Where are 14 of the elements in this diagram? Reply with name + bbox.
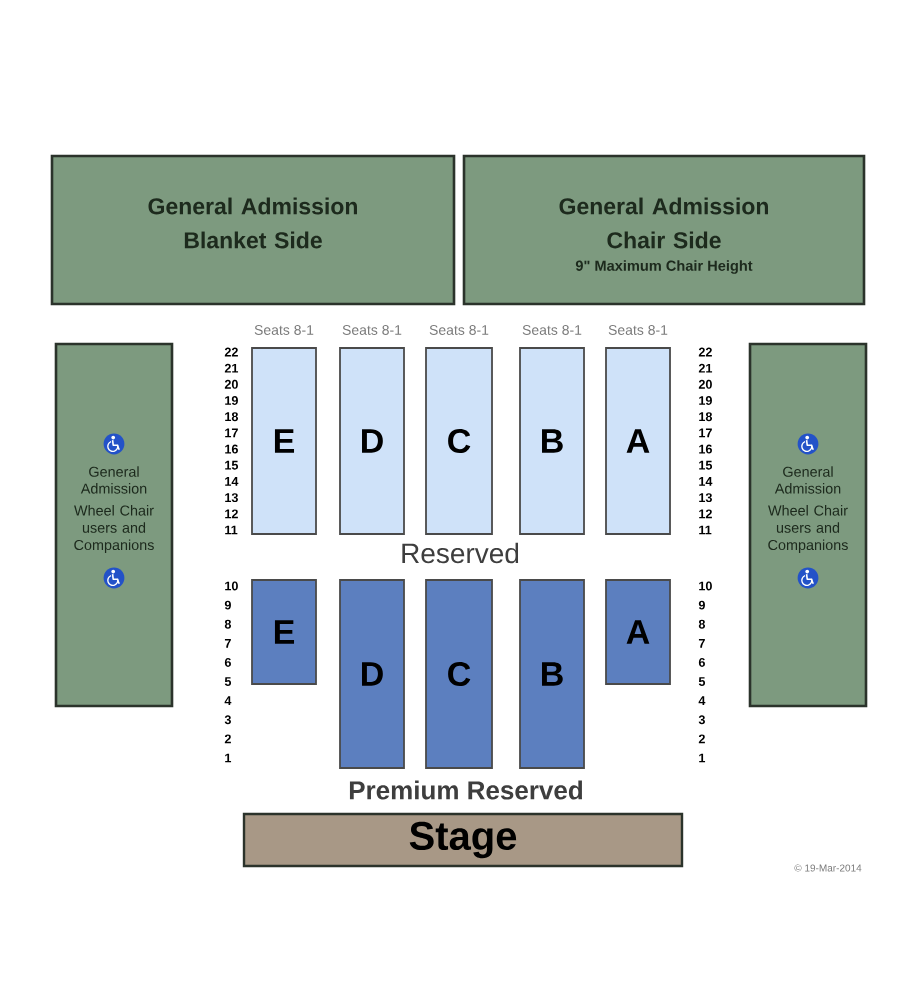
- admission-area: General Admission Blanket Side: [50, 154, 456, 306]
- seating-section: A: [605, 579, 671, 685]
- seating-section: C: [425, 347, 493, 535]
- zone-label: Premium Reserved: [349, 780, 582, 800]
- seating-section: E: [251, 347, 317, 535]
- seating-section: C: [425, 579, 493, 769]
- zone-label: Reserved: [402, 542, 519, 564]
- seating-section: B: [519, 347, 585, 535]
- seating-section: B: [519, 579, 585, 769]
- seating-section: A: [605, 347, 671, 535]
- seating-section: E: [251, 579, 317, 685]
- seating-section: D: [339, 579, 405, 769]
- seating-section: D: [339, 347, 405, 535]
- stage: Stage: [242, 812, 684, 868]
